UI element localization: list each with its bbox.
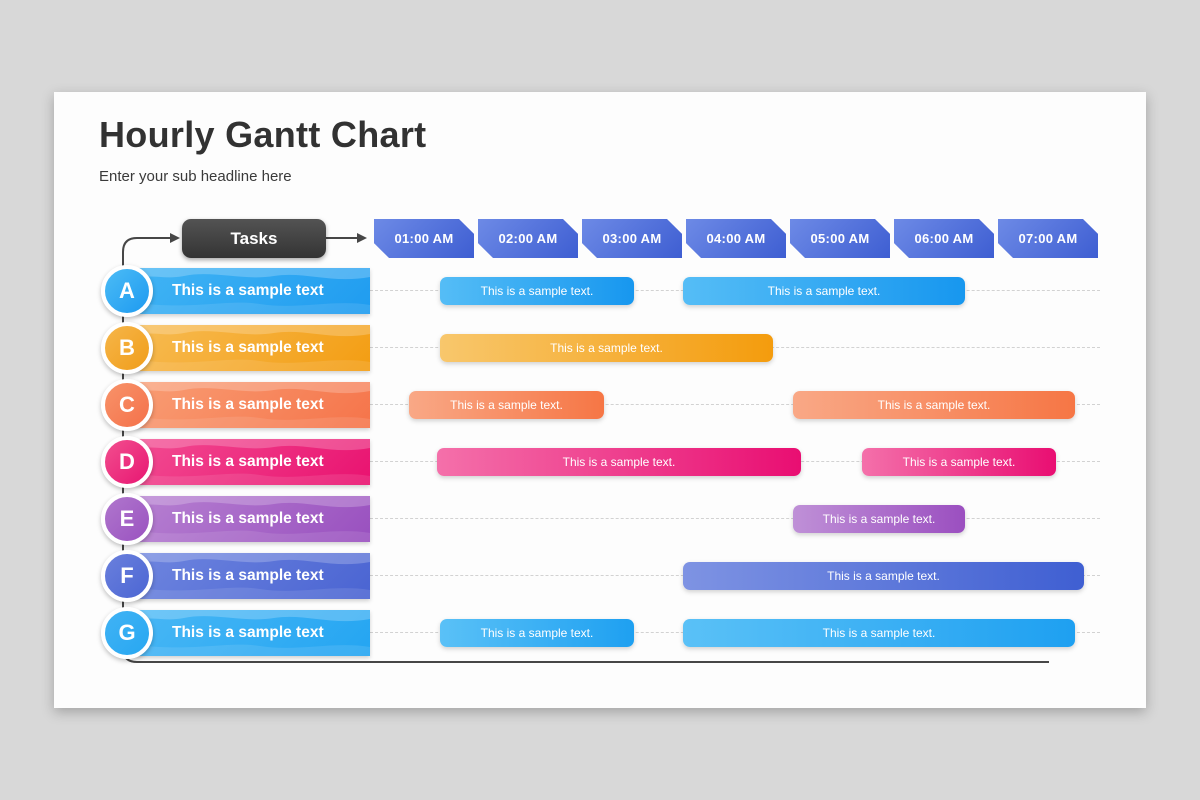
tasks-header-label: Tasks — [230, 228, 278, 248]
task-letter-badge: A — [101, 265, 153, 317]
task-label-text: This is a sample text — [172, 396, 324, 413]
time-column-header: 05:00 AM — [790, 219, 890, 258]
time-column-header: 07:00 AM — [998, 219, 1098, 258]
arrowhead-to-tasks-icon — [170, 233, 180, 243]
task-letter-badge: G — [101, 607, 153, 659]
task-letter-badge: B — [101, 322, 153, 374]
task-label-text: This is a sample text — [172, 282, 324, 299]
time-column-header: 03:00 AM — [582, 219, 682, 258]
gantt-bar: This is a sample text. — [440, 334, 773, 362]
gantt-bar: This is a sample text. — [683, 277, 965, 305]
gantt-bar: This is a sample text. — [683, 619, 1075, 647]
task-label-bar: This is a sample text — [136, 496, 370, 542]
task-label-bar: This is a sample text — [136, 325, 370, 371]
arrowhead-to-timeline-icon — [357, 233, 367, 243]
task-label-bar: This is a sample text — [136, 553, 370, 599]
task-letter-badge: F — [101, 550, 153, 602]
task-label-bar: This is a sample text — [136, 382, 370, 428]
task-label-text: This is a sample text — [172, 567, 324, 584]
gantt-bar: This is a sample text. — [862, 448, 1056, 476]
task-label-bar: This is a sample text — [136, 610, 370, 656]
time-column-header: 04:00 AM — [686, 219, 786, 258]
gantt-bar: This is a sample text. — [440, 277, 634, 305]
gantt-bar: This is a sample text. — [440, 619, 634, 647]
page-subtitle: Enter your sub headline here — [99, 168, 292, 185]
slide-canvas: Hourly Gantt Chart Enter your sub headli… — [54, 92, 1146, 708]
tasks-header-button: Tasks — [182, 219, 326, 258]
task-label-text: This is a sample text — [172, 339, 324, 356]
time-column-header: 01:00 AM — [374, 219, 474, 258]
gantt-bar: This is a sample text. — [793, 391, 1075, 419]
time-column-header: 02:00 AM — [478, 219, 578, 258]
task-label-bar: This is a sample text — [136, 439, 370, 485]
gantt-bar: This is a sample text. — [437, 448, 801, 476]
page-title: Hourly Gantt Chart — [99, 114, 427, 155]
task-letter-badge: E — [101, 493, 153, 545]
task-letter-badge: D — [101, 436, 153, 488]
gantt-bar: This is a sample text. — [409, 391, 604, 419]
task-letter-badge: C — [101, 379, 153, 431]
gantt-bar: This is a sample text. — [683, 562, 1084, 590]
task-label-bar: This is a sample text — [136, 268, 370, 314]
task-label-text: This is a sample text — [172, 510, 324, 527]
task-label-text: This is a sample text — [172, 453, 324, 470]
gantt-bar: This is a sample text. — [793, 505, 965, 533]
task-label-text: This is a sample text — [172, 624, 324, 641]
row-gridline — [370, 518, 1100, 519]
time-column-header: 06:00 AM — [894, 219, 994, 258]
